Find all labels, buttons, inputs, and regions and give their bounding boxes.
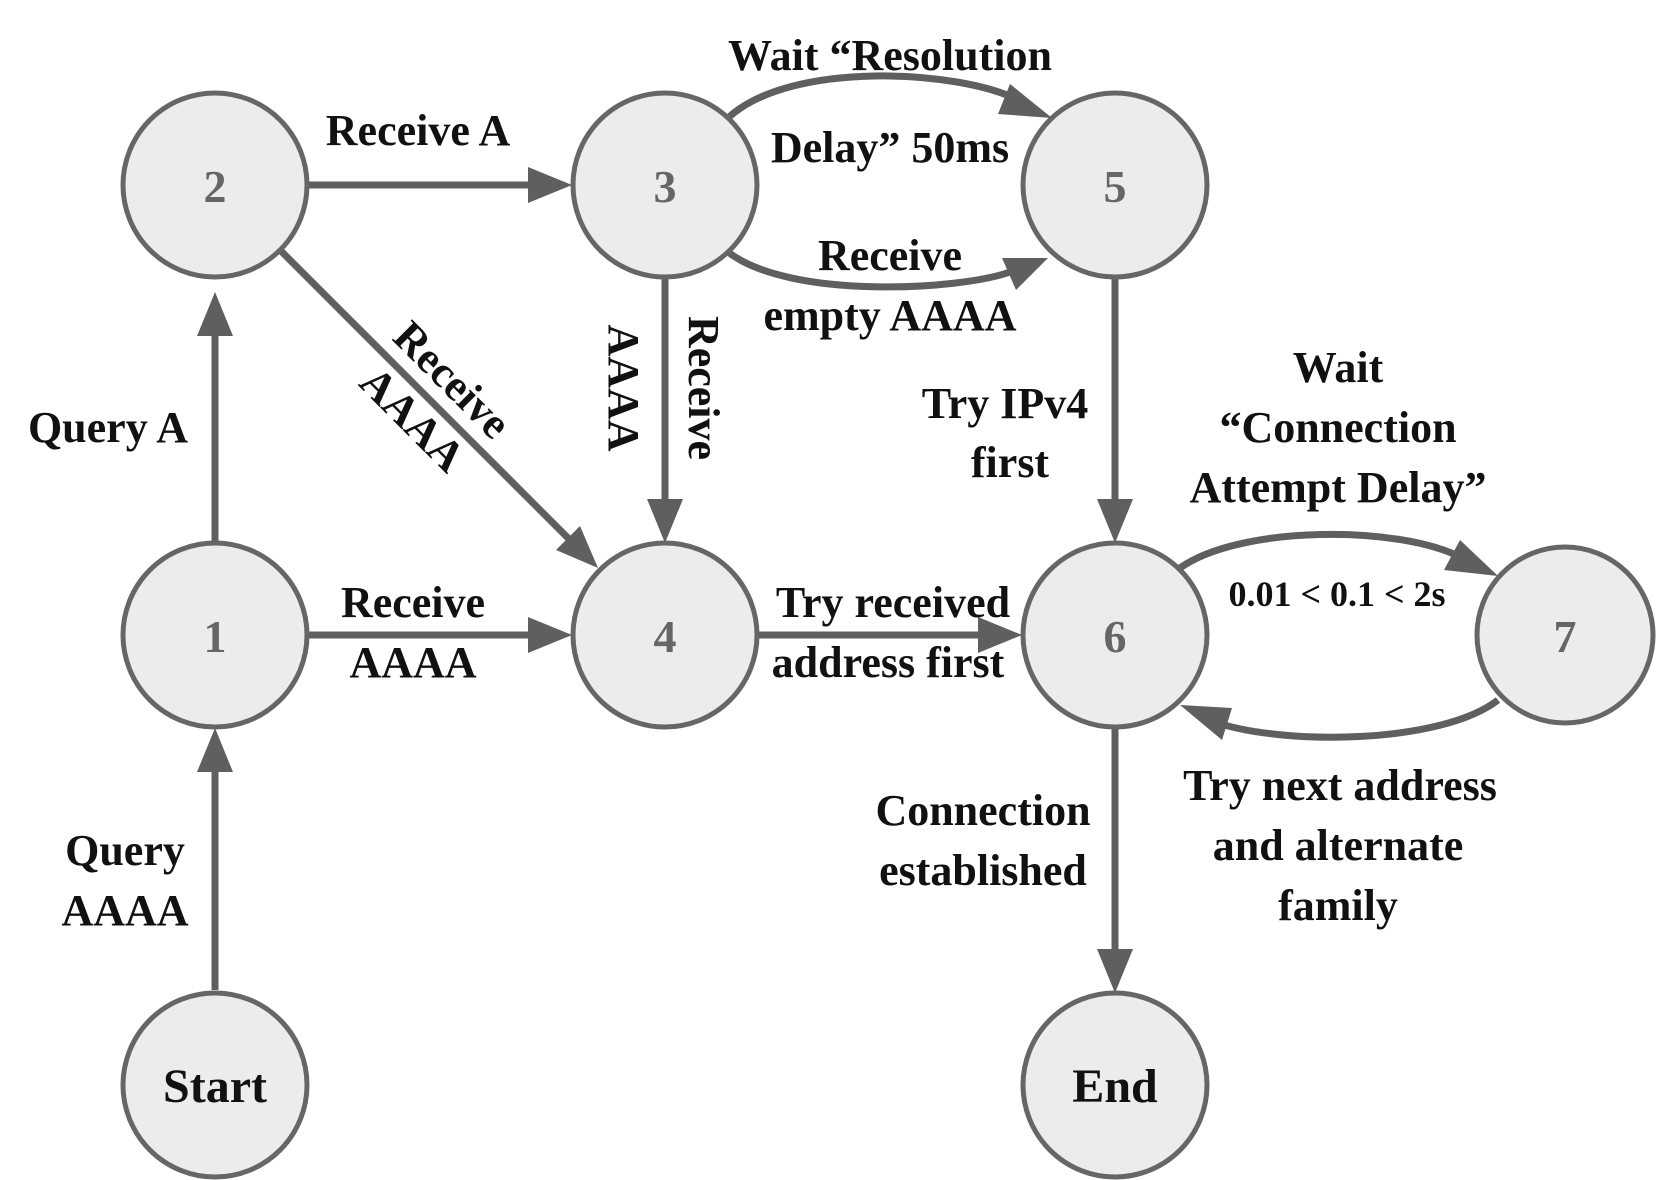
label-try-next-1: Try next address [1183, 761, 1497, 810]
state-2: 2 [120, 90, 310, 280]
state-4-label: 4 [654, 611, 677, 662]
edge-6-to-7 [1177, 530, 1498, 576]
state-start-label: Start [163, 1060, 267, 1113]
state-4: 4 [570, 540, 760, 730]
label-receive-a: Receive A [326, 106, 511, 155]
label-receive-empty-1: Receive [818, 231, 962, 280]
state-start: Start [120, 990, 310, 1180]
state-5: 5 [1020, 90, 1210, 280]
label-wait-connection-3: Attempt Delay” [1190, 463, 1487, 512]
label-delay-range: 0.01 < 0.1 < 2s [1228, 574, 1445, 614]
label-wait-resolution-2: Delay” 50ms [771, 123, 1009, 172]
state-2-label: 2 [204, 161, 227, 212]
label-try-ipv4-1: Try IPv4 [922, 379, 1089, 428]
state-7-label: 7 [1554, 611, 1577, 662]
label-try-received-1: Try received [776, 578, 1010, 627]
label-query-aaaa-1: Query [65, 826, 185, 875]
state-6-label: 6 [1104, 611, 1127, 662]
label-connection-established-1: Connection [875, 786, 1090, 835]
state-end: End [1020, 990, 1210, 1180]
state-3: 3 [570, 90, 760, 280]
state-1-label: 1 [204, 611, 227, 662]
edge-3-to-5-receive [725, 249, 1048, 291]
state-7: 7 [1474, 544, 1656, 726]
label-receive-aaaa-3to4: Receive AAAA [599, 316, 728, 460]
edge-6-to-end [1097, 728, 1133, 993]
label-wait-connection-2: “Connection [1219, 403, 1456, 452]
label-receive-aaaa-1to4-1: Receive [341, 578, 485, 627]
edge-2-to-4 [278, 248, 598, 568]
label-receive-aaaa-1to4-2: AAAA [349, 638, 476, 687]
edge-3-to-4 [647, 278, 683, 543]
label-receive-aaaa-3to4-2: AAAA [599, 324, 648, 451]
label-try-next-2: and alternate [1213, 821, 1464, 870]
edge-3-to-5-wait [725, 72, 1052, 121]
state-1: 1 [120, 540, 310, 730]
label-wait-connection-1: Wait [1293, 343, 1384, 392]
edge-1-to-2 [197, 292, 233, 545]
label-receive-aaaa-3to4-1: Receive [679, 316, 728, 460]
edge-5-to-6 [1097, 278, 1133, 543]
state-3-label: 3 [654, 161, 677, 212]
label-query-aaaa-2: AAAA [61, 886, 188, 935]
label-connection-established-2: established [879, 846, 1087, 895]
state-end-label: End [1072, 1060, 1158, 1113]
label-receive-empty-2: empty AAAA [764, 291, 1017, 340]
label-try-ipv4-2: first [971, 438, 1050, 487]
label-wait-resolution-1: Wait “Resolution [728, 31, 1052, 80]
edge-1-to-4 [308, 617, 572, 653]
state-5-label: 5 [1104, 161, 1127, 212]
label-query-a: Query A [28, 403, 188, 452]
label-try-received-2: address first [772, 638, 1005, 687]
edge-start-to-1 [197, 728, 233, 990]
edge-7-to-6 [1180, 697, 1501, 741]
label-try-next-3: family [1278, 881, 1398, 930]
edge-4-to-6 [758, 617, 1022, 653]
state-6: 6 [1020, 540, 1210, 730]
edge-2-to-3 [308, 167, 572, 203]
